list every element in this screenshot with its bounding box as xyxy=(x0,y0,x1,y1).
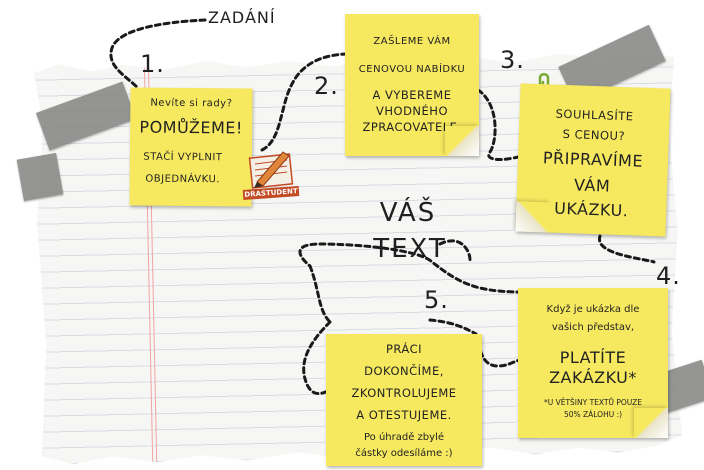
sticky-note-step-5: PRÁCI DOKONČÍME, ZKONTROLUJEME A OTESTUJ… xyxy=(326,334,482,466)
note-4-line-2: vašich představ, xyxy=(551,322,635,333)
note-4-line-3: PLATÍTE xyxy=(559,348,627,367)
note-3-line-1: SOUHLASÍTE xyxy=(555,106,634,124)
step-number-5: 5. xyxy=(424,286,449,314)
center-text-line-2: TEXT xyxy=(373,234,447,264)
note-3-line-4: VÁM xyxy=(573,175,611,196)
note-4-line-4: ZAKÁZKU* xyxy=(549,368,637,387)
page-curl xyxy=(634,408,668,438)
note-2-line-4: VHODNÉHO xyxy=(376,104,448,118)
note-5-line-6: částky odesíláme :) xyxy=(355,448,453,459)
note-4-footnote-1: *U VĚTŠINY TEXTŮ POUZE xyxy=(543,398,643,407)
heading-zadani: ZADÁNÍ xyxy=(208,8,276,27)
page-curl xyxy=(445,126,479,156)
note-5-line-3: ZKONTROLUJEME xyxy=(351,386,457,400)
note-2-line-1: ZAŠLEME VÁM xyxy=(373,36,451,47)
sticky-note-step-1: Nevíte si rady? POMŮŽEME! STAČÍ VYPLNIT … xyxy=(129,87,253,207)
note-4-line-1: Když je ukázka dle xyxy=(546,304,640,315)
sticky-note-step-2: ZAŠLEME VÁM CENOVOU NABÍDKU A VYBEREME V… xyxy=(345,14,479,156)
note-5-line-2: DOKONČÍME, xyxy=(364,364,444,378)
note-5-line-5: Po úhradě zbylé xyxy=(363,432,444,443)
center-text-line-1: VÁŠ xyxy=(379,198,437,228)
note-5-line-4: A OTESTUJEME. xyxy=(356,408,452,422)
note-5-line-1: PRÁCI xyxy=(385,342,423,356)
note-2-line-3: A VYBEREME xyxy=(372,88,452,102)
note-1-line-4: OBJEDNÁVKU. xyxy=(145,173,221,186)
step-number-1: 1. xyxy=(140,50,165,78)
sticky-note-step-4: Když je ukázka dle vašich představ, PLAT… xyxy=(518,288,668,438)
note-3-line-2: S CENOU? xyxy=(562,126,626,144)
note-1-line-2: POMŮŽEME! xyxy=(139,117,243,138)
sticky-note-step-3: SOUHLASÍTE S CENOU? PŘIPRAVÍME VÁM UKÁZK… xyxy=(515,83,671,237)
pencil-notebook-icon: DRASTUDENT xyxy=(242,146,300,206)
page-curl xyxy=(515,201,551,233)
note-3-line-3: PŘIPRAVÍME xyxy=(542,148,644,171)
step-number-2: 2. xyxy=(314,72,339,100)
note-1-line-3: STAČÍ VYPLNIT xyxy=(143,151,223,164)
note-2-line-2: CENOVOU NABÍDKU xyxy=(358,64,466,75)
note-1-line-1: Nevíte si rady? xyxy=(150,97,233,110)
step-number-4: 4. xyxy=(656,262,681,290)
note-2-line-5: ZPRACOVATELE. xyxy=(362,120,462,134)
note-4-footnote-2: 50% ZÁLOHU :) xyxy=(563,410,623,419)
step-number-3: 3. xyxy=(500,46,525,74)
